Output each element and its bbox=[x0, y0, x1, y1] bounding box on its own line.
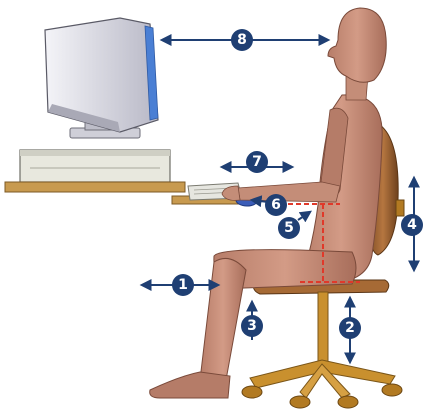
marker-1: 1 bbox=[172, 274, 194, 296]
marker-2-label: 2 bbox=[345, 320, 355, 336]
desktop-computer-icon bbox=[20, 150, 170, 182]
marker-1-label: 1 bbox=[178, 277, 188, 293]
marker-8-label: 8 bbox=[237, 32, 247, 48]
marker-2: 2 bbox=[339, 317, 361, 339]
marker-3: 3 bbox=[241, 315, 263, 337]
marker-5-label: 5 bbox=[284, 220, 294, 236]
arrow-5-elbow bbox=[298, 212, 310, 220]
crt-monitor-icon bbox=[45, 18, 158, 138]
lumbar-knob bbox=[396, 200, 404, 216]
marker-3-label: 3 bbox=[247, 318, 257, 334]
marker-6: 6 bbox=[265, 194, 287, 216]
marker-5: 5 bbox=[278, 217, 300, 239]
marker-4-label: 4 bbox=[407, 217, 417, 233]
marker-7: 7 bbox=[246, 151, 268, 173]
marker-8: 8 bbox=[231, 29, 253, 51]
marker-4: 4 bbox=[401, 214, 423, 236]
marker-7-label: 7 bbox=[252, 154, 262, 170]
marker-6-label: 6 bbox=[271, 197, 281, 213]
